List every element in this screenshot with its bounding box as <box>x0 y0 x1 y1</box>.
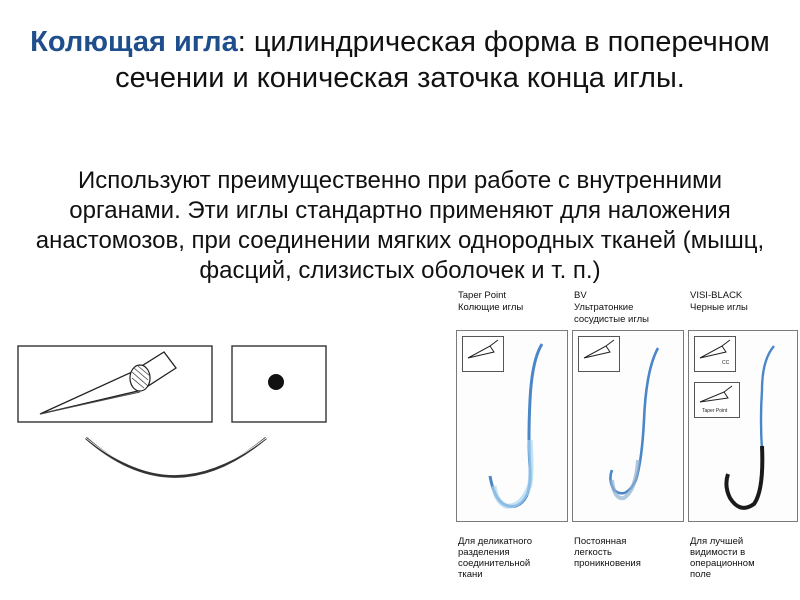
panel-description: Для деликатного разделения соединительно… <box>458 536 532 580</box>
body-paragraph: Используют преимущественно при работе с … <box>35 167 765 284</box>
description-line: Для деликатного <box>458 536 532 547</box>
panel-subtitle-2: сосудистые иглы <box>574 314 649 325</box>
needle-blue-drawing <box>467 339 544 509</box>
thumb-label-taper: Taper Point <box>702 408 728 414</box>
needle-blue-drawing <box>583 339 660 501</box>
needle-tip-shadow <box>39 391 141 415</box>
needle-tip-outline <box>39 351 177 415</box>
description-line: легкость <box>574 547 612 558</box>
cross-section-box <box>231 345 327 423</box>
panel-subtitle: Колющие иглы <box>458 302 524 313</box>
panel-taper-point: Taper Point Колющие иглы Для деликатного… <box>456 290 568 590</box>
title-rest: : цилиндрическая форма в поперечном сече… <box>115 26 770 94</box>
panel-bv: BV Ультратонкие сосудистые иглы Постоянн… <box>572 290 684 590</box>
panel-description: Постоянная легкость проникновения <box>574 536 641 569</box>
title-highlight: Колющая игла <box>30 26 238 58</box>
needle-cross-hatch <box>129 364 151 392</box>
thumb-label-cc: CC <box>722 360 730 366</box>
description-line: Постоянная <box>574 536 627 547</box>
description-line: соединительной <box>458 558 531 569</box>
panel-visi-black: VISI-BLACK Черные иглы CC Taper Point Дл… <box>688 290 800 590</box>
panel-subtitle: Черные иглы <box>690 302 748 313</box>
description-line: разделения <box>458 547 510 558</box>
needle-black-drawing: CC Taper Point <box>699 339 775 510</box>
panel-title: VISI-BLACK <box>690 290 743 301</box>
description-line: Для лучшей <box>690 536 744 547</box>
description-line: ткани <box>458 569 483 580</box>
needle-tip-box <box>17 345 213 423</box>
panel-title: BV <box>574 290 587 301</box>
description-line: операционном <box>690 558 755 569</box>
panel-subtitle: Ультратонкие <box>574 302 634 313</box>
description-line: видимости в <box>690 547 746 558</box>
taper-needle-diagram <box>17 345 327 478</box>
panel-title: Taper Point <box>458 290 507 301</box>
description-line: проникновения <box>574 558 641 569</box>
description-line: поле <box>690 569 712 580</box>
curved-needle-body <box>85 437 267 478</box>
round-cross-section <box>268 374 284 390</box>
panel-description: Для лучшей видимости в операционном поле <box>690 536 755 580</box>
slide-title: Колющая игла: цилиндрическая форма в поп… <box>30 24 770 96</box>
